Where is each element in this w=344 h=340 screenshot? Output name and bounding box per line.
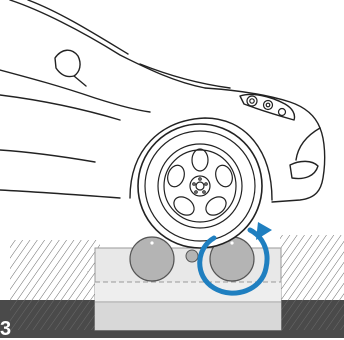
roller-left-marker <box>150 241 153 244</box>
ground-hatching-left <box>10 240 100 330</box>
rotation-arrow-head <box>256 222 272 240</box>
step-number: 3 <box>0 320 11 338</box>
ground-hatching-right <box>280 235 344 330</box>
roller-center-small <box>186 250 198 262</box>
tyre <box>138 124 262 248</box>
roller-right-marker <box>230 241 233 244</box>
